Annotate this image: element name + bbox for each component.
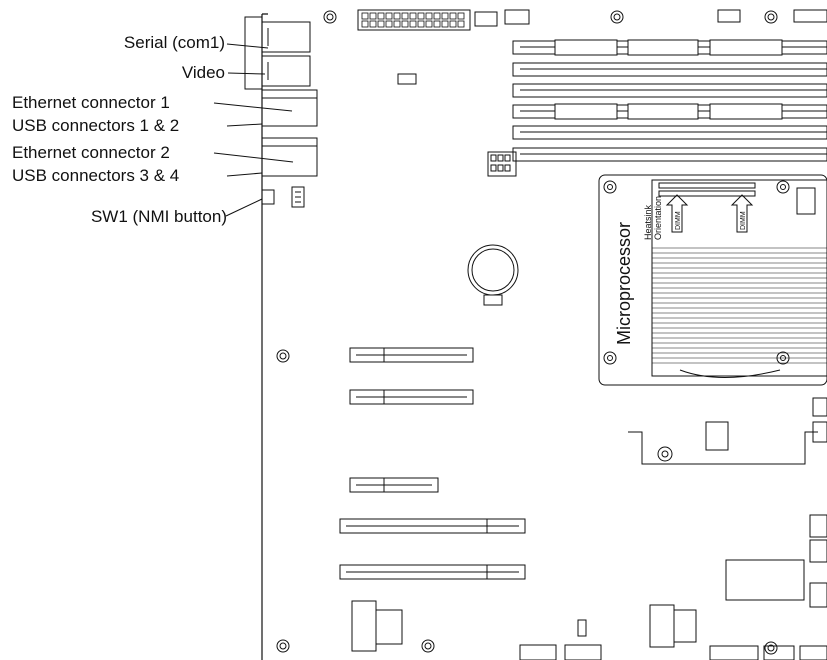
heatsink-fin-lines: [652, 247, 827, 364]
header-top-a: [474, 11, 498, 27]
callout-sw1-nmi-button: SW1 (NMI button): [90, 207, 227, 226]
main-power-connector: [357, 9, 471, 31]
bottom-header-a: [709, 645, 759, 660]
header-top-d: [793, 9, 827, 23]
leader-serial: [226, 43, 269, 49]
bottom-power-connector: [351, 600, 377, 652]
dimm-arrow-left: [665, 194, 689, 233]
leader-sw1: [225, 198, 263, 217]
callout-usb-connectors-3-4: USB connectors 3 & 4: [12, 166, 180, 185]
video-port: [261, 55, 311, 87]
sata-connector-2: [564, 644, 602, 660]
dimm-slots: [512, 39, 827, 162]
dimm-arrow-right: [730, 194, 754, 233]
cpu-power-connector: [487, 151, 517, 177]
callout-video: Video: [181, 63, 225, 82]
mounting-holes: [276, 10, 778, 655]
callout-serial-com1: Serial (com1): [123, 33, 225, 52]
leader-ethernet-2: [213, 152, 294, 163]
rj45-connector: [649, 604, 675, 648]
callout-usb-connectors-1-2: USB connectors 1 & 2: [12, 116, 180, 135]
microprocessor-heatsink: [598, 174, 827, 386]
ethernet-usb-stack-1: [261, 89, 318, 127]
sata-connector-1: [519, 644, 557, 660]
callout-ethernet-connector-2: Ethernet connector 2: [12, 143, 170, 162]
storage-connector: [725, 559, 805, 601]
callout-ethernet-connector-1: Ethernet connector 1: [12, 93, 170, 112]
sw1-button: [261, 189, 275, 205]
bottom-header-b: [763, 645, 795, 660]
serial-video-bracket: [244, 16, 263, 90]
leader-usb-3-4: [226, 172, 263, 177]
dimm-label-right: DIMM: [740, 211, 747, 230]
leader-usb-1-2: [226, 123, 263, 127]
bottom-header-c: [799, 645, 827, 660]
header-right-b: [809, 539, 827, 563]
heatsink-latch: [796, 187, 816, 215]
board-edge: [261, 13, 268, 660]
orientation-label: Orientation: [653, 196, 663, 240]
ethernet-usb-stack-2: [261, 137, 318, 177]
header-right-c: [809, 582, 827, 608]
jumper-block: [397, 73, 417, 85]
battery: [467, 244, 519, 296]
dimm-label-left: DIMM: [675, 211, 682, 230]
heatsink-label: Heatsink: [643, 204, 653, 240]
serial-port: [261, 21, 311, 53]
microprocessor-label: Microprocessor: [614, 222, 634, 345]
header-top-c: [717, 9, 741, 23]
header-top-b: [504, 9, 530, 25]
leader-video: [227, 72, 266, 75]
retention-bracket: [628, 431, 818, 465]
header-right-a: [809, 514, 827, 538]
pci-slots: [339, 347, 526, 580]
fan-header-small: [291, 186, 305, 208]
leader-ethernet-1: [213, 102, 293, 112]
socket-lever: [679, 369, 781, 378]
